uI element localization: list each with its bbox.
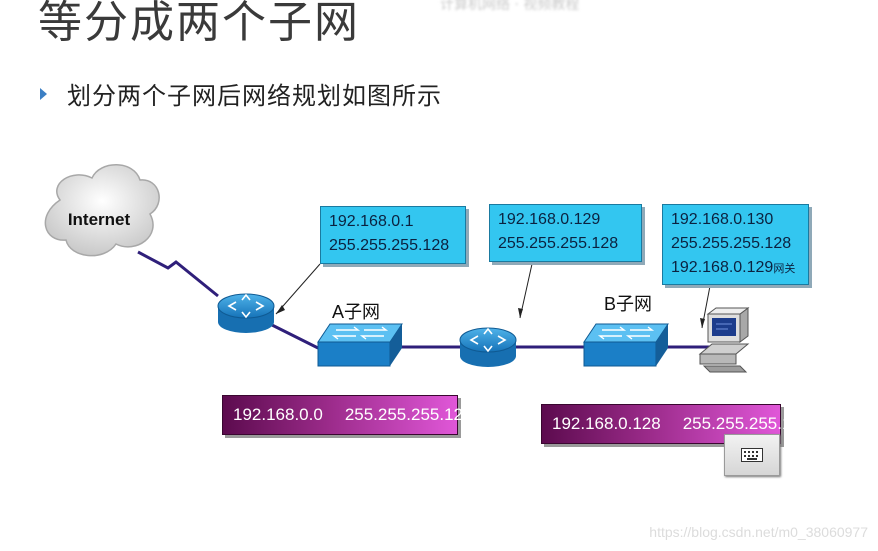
gateway-suffix: 网关 (773, 263, 796, 275)
router2-icon (459, 327, 517, 367)
host-computer-icon (698, 307, 750, 373)
pointer-router1 (275, 263, 321, 315)
host-ip: 192.168.0.130 (671, 211, 774, 228)
subnet-a-bar: 192.168.0.0 255.255.255.128 (222, 395, 472, 435)
internet-link (137, 250, 219, 298)
watermark-url: https://blog.csdn.net/m0_38060977 (649, 524, 868, 540)
subnet-b-mask: 255.255.255.128 (682, 414, 811, 433)
switch-b-icon (583, 323, 669, 367)
subnet-a-label: A子网 (332, 302, 381, 322)
subnet-a-mask: 255.255.255.128 (344, 405, 473, 424)
host-address-box: 192.168.0.130 255.255.255.128 192.168.0.… (662, 204, 809, 285)
switch-a-icon (317, 323, 403, 367)
subnet-a-network: 192.168.0.0 (233, 405, 323, 424)
bullet-item: 划分两个子网后网络规划如图所示 (40, 76, 442, 111)
router1-ip: 192.168.0.1 (329, 213, 414, 230)
router1-address-box: 192.168.0.1 255.255.255.128 (320, 206, 466, 264)
host-gateway-ip: 192.168.0.129 (671, 259, 774, 276)
slide-title: 等分成两个子网 (38, 0, 360, 48)
keyboard-icon (741, 448, 763, 462)
router1-mask: 255.255.255.128 (329, 237, 450, 254)
keyboard-button[interactable] (724, 434, 780, 476)
bullet-arrow-icon (40, 87, 47, 100)
faint-header-text: 计算机网络 · 视频教程 (440, 0, 580, 13)
host-gateway: 192.168.0.129网关 (671, 256, 800, 281)
host-mask: 255.255.255.128 (671, 235, 792, 252)
router2-address-box: 192.168.0.129 255.255.255.128 (489, 204, 642, 262)
router2-ip: 192.168.0.129 (498, 211, 601, 228)
bullet-text: 划分两个子网后网络规划如图所示 (67, 82, 442, 110)
internet-cloud-icon (44, 164, 160, 257)
router1-icon (217, 293, 275, 333)
subnet-b-label: B子网 (604, 294, 653, 314)
router2-mask: 255.255.255.128 (498, 235, 619, 252)
internet-label: Internet (68, 210, 131, 229)
subnet-b-network: 192.168.0.128 (552, 414, 661, 433)
